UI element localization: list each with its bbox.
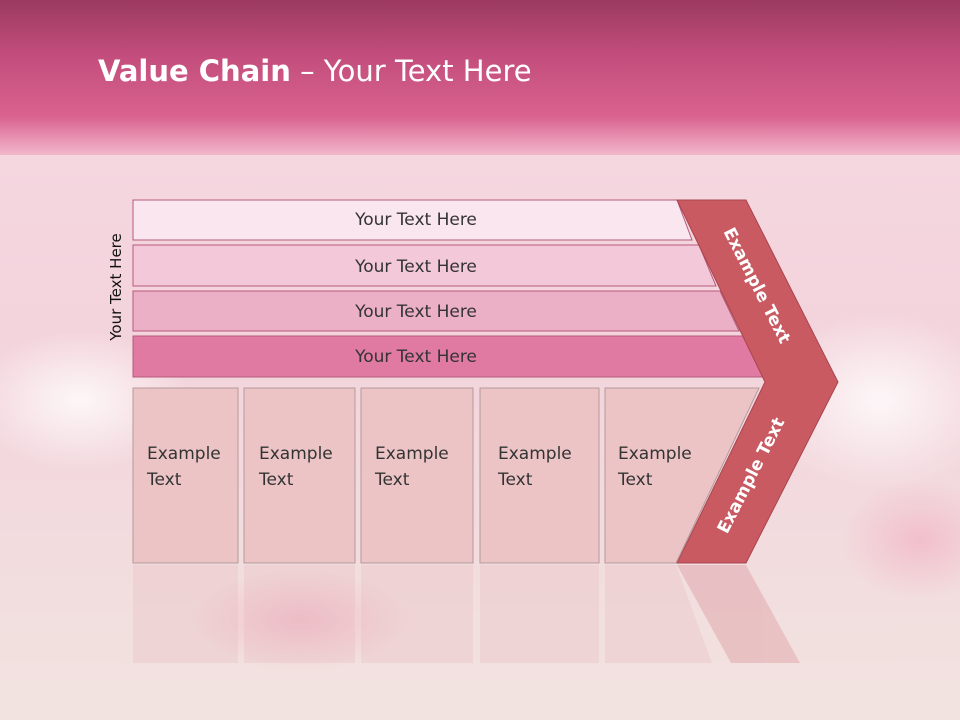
- cell-2-line-2: Text: [258, 470, 294, 490]
- reflection-cell-3: [361, 565, 473, 663]
- cell-3-line-2: Text: [374, 470, 410, 490]
- reflection-cell-2: [244, 565, 355, 663]
- activity-cell-3: [360, 387, 474, 564]
- row-bands: Your Text Here Your Text Here Your Text …: [132, 199, 764, 378]
- reflection-arrow: [677, 565, 800, 663]
- row-label-3: Your Text Here: [354, 302, 477, 322]
- cell-4-line-2: Text: [497, 470, 533, 490]
- page-title: Value Chain – Your Text Here: [98, 54, 532, 88]
- cell-2-line-1: Example: [259, 444, 333, 464]
- row-label-4: Your Text Here: [354, 347, 477, 367]
- diagram-reflection: [133, 565, 800, 663]
- activity-cell-4: [479, 387, 600, 564]
- cell-5-line-1: Example: [618, 444, 692, 464]
- cell-3-line-1: Example: [375, 444, 449, 464]
- arrow-shape: [676, 199, 839, 564]
- reflection-cell-4: [480, 565, 599, 663]
- row-band-1: [132, 199, 693, 241]
- reflection-cell-5: [605, 565, 712, 663]
- title-bold: Value Chain: [98, 54, 291, 88]
- row-band-2: [132, 244, 717, 287]
- row-band-3: [132, 290, 740, 332]
- activity-cell-1: [132, 387, 239, 564]
- activity-cell-5: [604, 387, 760, 564]
- cell-1-line-2: Text: [146, 470, 182, 490]
- activity-cell-2: [243, 387, 356, 564]
- cell-1-line-1: Example: [147, 444, 221, 464]
- row-label-2: Your Text Here: [354, 257, 477, 277]
- cell-4-line-1: Example: [498, 444, 572, 464]
- activity-cells: Example Text Example Text Example Text E…: [132, 387, 760, 564]
- cell-5-line-2: Text: [617, 470, 653, 490]
- reflection-cell-1: [133, 565, 238, 663]
- row-label-1: Your Text Here: [354, 210, 477, 230]
- title-rest: – Your Text Here: [290, 54, 532, 88]
